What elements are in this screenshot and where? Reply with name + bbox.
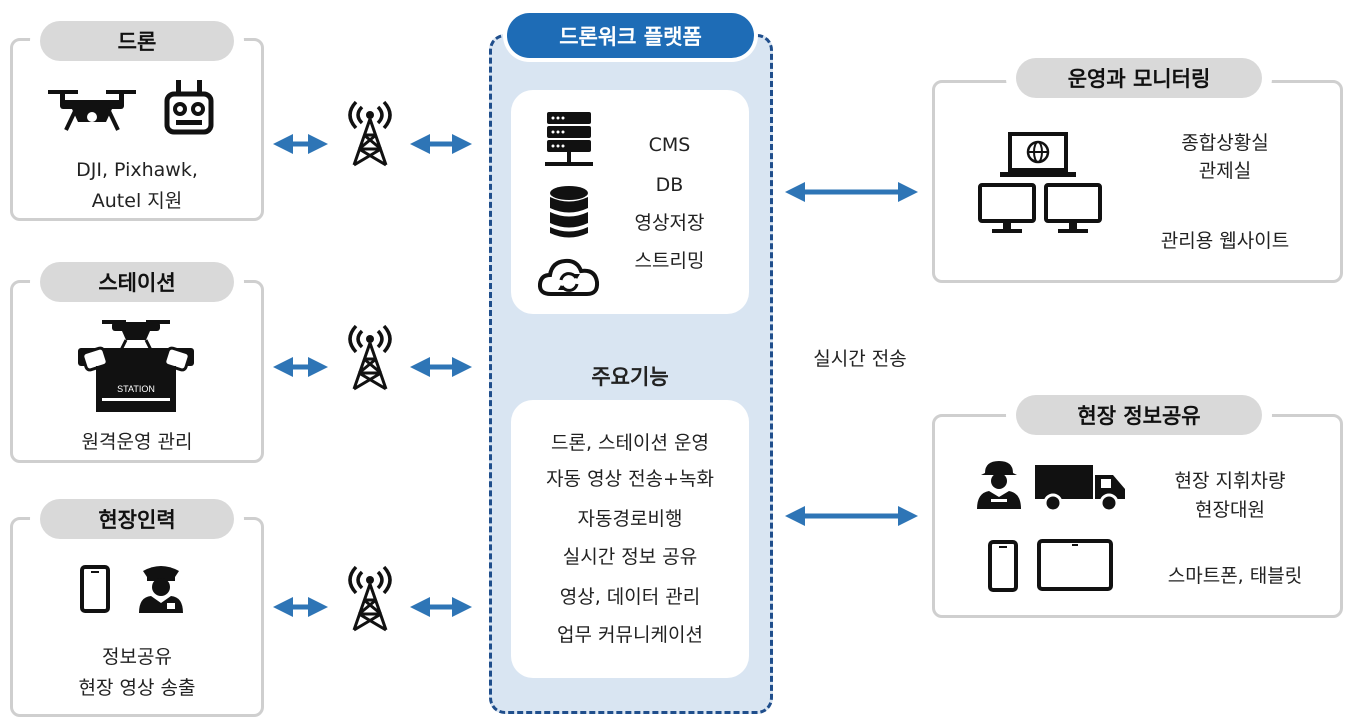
tablet-icon — [1037, 539, 1113, 591]
field-personnel-line-1: 정보공유 — [102, 646, 172, 668]
field-share-line-2: 현장대원 — [1195, 499, 1265, 521]
monitoring-line-1: 종합상황실 — [1181, 132, 1269, 154]
truck-icon — [1035, 465, 1125, 513]
features-panel — [511, 400, 749, 678]
feature-4: 실시간 정보 공유 — [562, 546, 698, 568]
monitor-icon — [1044, 183, 1102, 233]
radio-tower-icon — [348, 565, 392, 632]
monitoring-card — [932, 80, 1343, 283]
feature-5: 영상, 데이터 관리 — [559, 586, 701, 608]
laptop-globe-icon — [1000, 132, 1076, 177]
station-line-1: 원격운영 관리 — [81, 431, 193, 453]
monitoring-website: 관리용 웹사이트 — [1160, 230, 1290, 252]
field-personnel-line-2: 현장 영상 송출 — [78, 677, 196, 699]
service-cms: CMS — [648, 134, 691, 156]
server-icon — [545, 112, 593, 166]
cloud-sync-icon — [537, 258, 600, 296]
police-officer-icon — [139, 566, 183, 613]
drone-icon — [48, 90, 136, 131]
monitoring-title: 운영과 모니터링 — [1016, 58, 1262, 98]
radio-tower-icon — [348, 100, 392, 167]
field-share-title: 현장 정보공유 — [1016, 395, 1262, 435]
feature-3: 자동경로비행 — [577, 508, 683, 530]
field-share-devices: 스마트폰, 태블릿 — [1167, 565, 1303, 587]
left-connectors — [273, 100, 918, 632]
monitor-icon — [978, 183, 1036, 233]
service-streaming: 스트리밍 — [634, 250, 705, 272]
features-title: 주요기능 — [591, 365, 669, 389]
field-personnel-title: 현장인력 — [40, 499, 234, 539]
drone-line-1: DJI, Pixhawk, — [76, 159, 198, 181]
remote-controller-icon — [164, 80, 214, 135]
field-share-card — [932, 414, 1343, 618]
smartphone-icon — [988, 540, 1018, 592]
service-video-storage: 영상저장 — [634, 212, 705, 234]
service-db: DB — [655, 174, 684, 196]
feature-1: 드론, 스테이션 운영 — [551, 432, 709, 454]
field-share-line-1: 현장 지휘차량 — [1174, 470, 1286, 492]
station-icon-label: STATION — [117, 384, 155, 394]
transmission-label: 실시간 전송 — [813, 348, 907, 370]
firefighter-icon — [977, 461, 1021, 509]
station-icon: STATION — [78, 320, 194, 412]
station-title: 스테이션 — [40, 262, 234, 302]
drone-line-2: Autel 지원 — [91, 190, 183, 212]
feature-6: 업무 커뮤니케이션 — [557, 624, 703, 646]
feature-2: 자동 영상 전송+녹화 — [546, 468, 714, 490]
drone-title: 드론 — [40, 21, 234, 61]
monitoring-line-2: 관제실 — [1198, 160, 1252, 182]
smartphone-icon — [80, 565, 110, 613]
platform-title: 드론워크 플랫폼 — [507, 13, 754, 58]
database-icon — [550, 186, 588, 238]
radio-tower-icon — [348, 324, 392, 391]
